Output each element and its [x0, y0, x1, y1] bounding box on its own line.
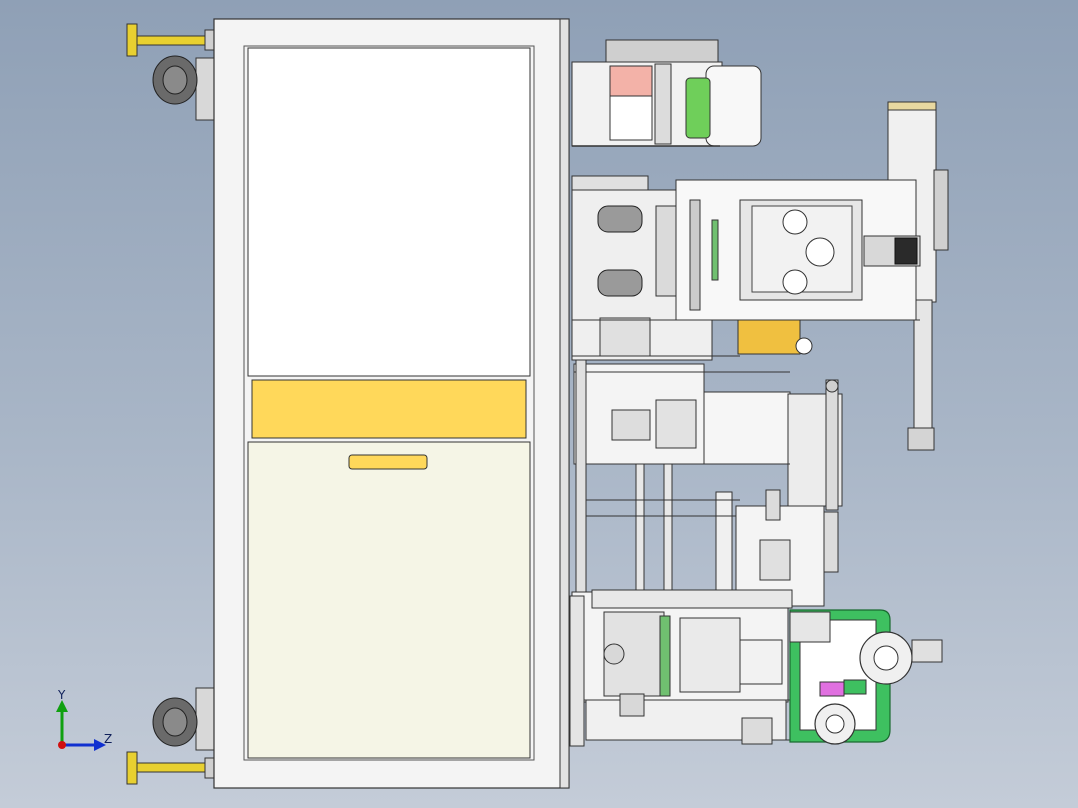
- caster-wheel-top: [152, 55, 217, 121]
- cabinet-drawer-yellow: [251, 379, 527, 439]
- upper-mechanism: [571, 175, 921, 361]
- lower-mechanism: [569, 589, 793, 747]
- lower-cylinder-block: [735, 489, 839, 607]
- leveling-foot-bottom: [126, 751, 216, 785]
- triad-y-label: Y: [58, 688, 66, 702]
- motor-assembly: [571, 39, 762, 147]
- leveling-foot-top: [126, 23, 216, 57]
- triad-z-label: Z: [104, 732, 113, 746]
- caster-wheel-bottom: [152, 687, 217, 751]
- middle-mechanism: [573, 363, 843, 511]
- sensor-wheels: [814, 631, 943, 745]
- green-roller: [685, 77, 711, 139]
- coordinate-triad: [56, 700, 106, 751]
- door-handle: [348, 454, 428, 470]
- orange-bracket: [737, 319, 813, 355]
- triad-origin: [58, 741, 66, 749]
- cabinet-door-lower: [247, 441, 531, 759]
- cabinet-door-upper: [247, 47, 531, 377]
